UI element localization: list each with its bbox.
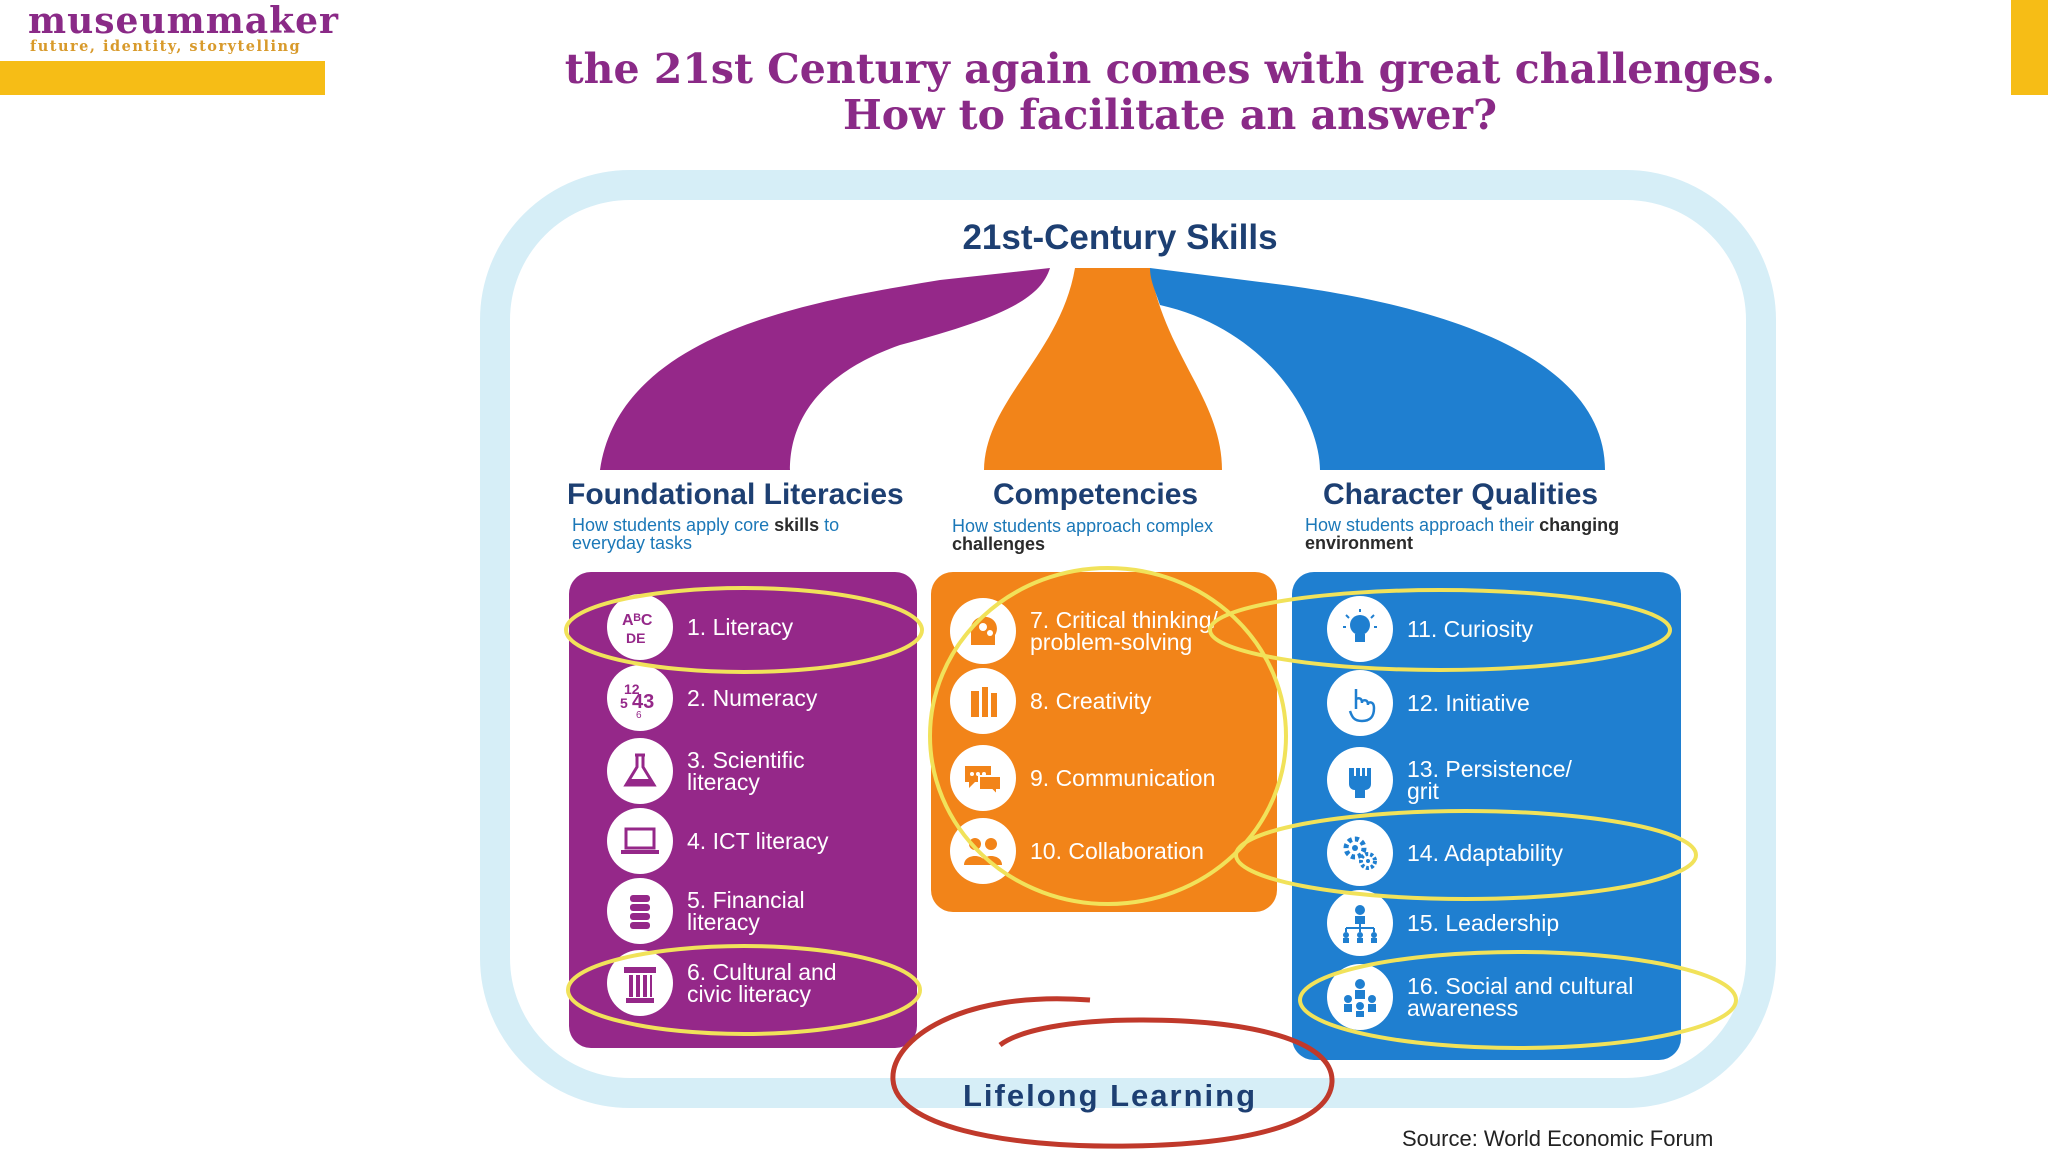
lightbulb-icon: [1327, 596, 1393, 662]
skill-label: 11. Curiosity: [1407, 616, 1534, 642]
logo-tagline: future, identity, storytelling: [30, 38, 302, 55]
highlight-lifelong-learning: [890, 996, 1335, 1149]
speech-bubbles-icon: [950, 745, 1016, 811]
skill-social-cultural-awareness: 16. Social and cultural awareness: [1327, 964, 1633, 1030]
source-credit: Source: World Economic Forum: [1402, 1126, 1714, 1151]
slide-headline: the 21st Century again comes with great …: [420, 46, 1920, 138]
highlight-curiosity: [1208, 588, 1672, 672]
skill-label: 15. Leadership: [1407, 910, 1560, 936]
svg-text:AᴮC: AᴮC: [622, 612, 653, 629]
skill-label: 7. Critical thinking/ problem-solving: [1030, 607, 1218, 655]
skill-persistence-grit: 13. Persistence/ grit: [1327, 747, 1572, 813]
flask-icon: [607, 738, 673, 804]
skill-label: 16. Social and cultural awareness: [1407, 973, 1634, 1021]
coins-icon: [607, 878, 673, 944]
skill-collaboration: 10. Collaboration: [950, 818, 1204, 884]
highlight-social-awareness: [1298, 950, 1738, 1050]
headline-line-2: How to facilitate an answer?: [842, 91, 1498, 139]
skill-label: 8. Creativity: [1030, 688, 1152, 714]
skill-label: 9. Communication: [1030, 765, 1216, 791]
skill-financial-literacy: 5. Financial literacy: [607, 878, 805, 944]
skill-initiative: 12. Initiative: [1327, 670, 1530, 736]
fist-icon: [1327, 747, 1393, 813]
svg-text:12: 12: [624, 681, 640, 697]
headline-line-1: the 21st Century again comes with great …: [564, 45, 1776, 93]
skill-adaptability: 14. Adaptability: [1327, 820, 1563, 886]
svg-text:DE: DE: [626, 630, 645, 646]
svg-text:6: 6: [636, 710, 642, 720]
skill-label: 13. Persistence/ grit: [1407, 756, 1572, 804]
skill-ict-literacy: 4. ICT literacy: [607, 808, 828, 874]
lifelong-learning-label: Lifelong Learning: [962, 1078, 1258, 1113]
subtitle-competencies: How students approach complex challenges: [952, 516, 1214, 554]
heading-character-qualities: Character Qualities: [1323, 478, 1599, 511]
skill-label: 4. ICT literacy: [687, 828, 829, 854]
subtitle-foundational-literacies: How students apply core skills to everyd…: [572, 515, 840, 553]
logo-name: museummaker: [28, 0, 339, 42]
skill-label: 3. Scientific literacy: [687, 747, 805, 795]
logo-bar: [0, 61, 325, 95]
gears-icon: [1327, 820, 1393, 886]
svg-text:5: 5: [620, 695, 628, 711]
diagram-title: 21st-Century Skills: [962, 218, 1278, 257]
pencils-icon: [950, 668, 1016, 734]
subtitle-character-qualities: How students approach their changing env…: [1305, 515, 1620, 553]
skill-label: 10. Collaboration: [1030, 838, 1204, 864]
heading-foundational-literacies: Foundational Literacies: [567, 478, 904, 511]
highlight-cultural-civic: [566, 944, 922, 1036]
skill-label: 5. Financial literacy: [687, 887, 805, 935]
svg-text:43: 43: [632, 691, 654, 713]
highlight-adaptability: [1234, 809, 1698, 901]
skill-label: 2. Numeracy: [687, 685, 818, 711]
skill-communication: 9. Communication: [950, 745, 1215, 811]
skill-curiosity: 11. Curiosity: [1327, 596, 1533, 662]
org-chart-icon: [1327, 890, 1393, 956]
skill-leadership: 15. Leadership: [1327, 890, 1559, 956]
skill-creativity: 8. Creativity: [950, 668, 1151, 734]
purple-branch: [600, 268, 1050, 470]
heading-competencies: Competencies: [993, 478, 1199, 511]
skill-label: 1. Literacy: [687, 614, 794, 640]
highlight-literacy: [564, 586, 924, 674]
laptop-icon: [607, 808, 673, 874]
skill-label: 12. Initiative: [1407, 690, 1530, 716]
skill-scientific-literacy: 3. Scientific literacy: [607, 738, 805, 804]
skill-label: 14. Adaptability: [1407, 840, 1564, 866]
orange-branch: [984, 268, 1222, 470]
highlight-competencies: [928, 566, 1288, 906]
pointer-hand-icon: [1327, 670, 1393, 736]
blue-branch: [1150, 268, 1605, 470]
corner-accent-bar: [2011, 0, 2048, 95]
skill-label: 6. Cultural and civic literacy: [687, 959, 837, 1007]
